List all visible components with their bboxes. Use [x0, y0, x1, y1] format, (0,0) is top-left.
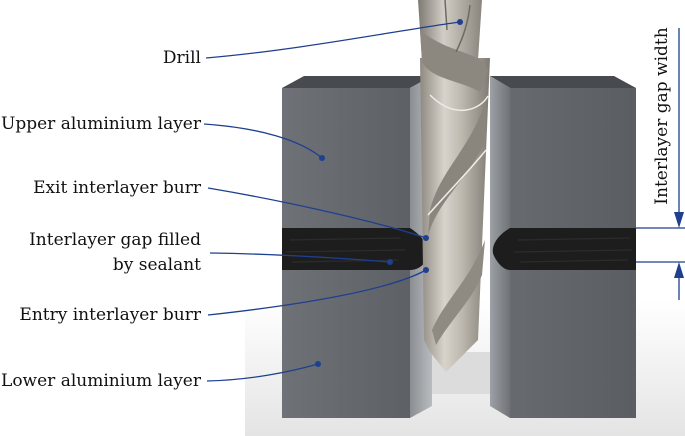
right-sealant-band	[492, 228, 636, 270]
dot-entry-burr	[423, 267, 429, 273]
leader-lines	[203, 21, 461, 382]
leader-dots	[315, 19, 463, 367]
left-sealant-band	[282, 228, 429, 270]
label-exit-burr: Exit interlayer burr	[33, 178, 202, 198]
leader-lower-layer	[206, 363, 319, 382]
dim-arrow-down-head	[674, 212, 684, 228]
label-drill: Drill	[163, 48, 201, 68]
drill-bit	[418, 0, 490, 372]
left-block	[282, 76, 432, 418]
label-entry-burr: Entry interlayer burr	[19, 305, 201, 325]
left-sealant-texture	[285, 237, 406, 263]
right-block	[490, 76, 636, 418]
dot-drill	[457, 19, 463, 25]
dot-exit-burr	[423, 235, 429, 241]
leader-exit-burr	[207, 187, 427, 239]
drill-flute-3	[432, 240, 485, 345]
dot-gap	[387, 259, 393, 265]
dim-arrow-up-head	[674, 262, 684, 278]
dot-lower-layer	[315, 361, 321, 367]
leader-upper-layer	[203, 123, 323, 159]
dot-upper-layer	[319, 155, 325, 161]
leader-gap	[209, 252, 391, 263]
gap-width-dimension	[636, 28, 685, 300]
right-block-top	[490, 76, 636, 88]
leader-drill	[205, 21, 461, 59]
drill-edge-1	[444, 0, 471, 53]
label-upper-layer: Upper aluminium layer	[1, 114, 202, 134]
label-gap-line1: Interlayer gap filled	[29, 230, 201, 250]
leader-entry-burr	[207, 269, 427, 316]
drill-edge-2	[427, 94, 489, 216]
right-sealant-texture	[513, 237, 633, 263]
label-gap-width: Interlayer gap width	[652, 27, 672, 204]
label-gap-line2: by sealant	[113, 255, 201, 275]
label-lower-layer: Lower aluminium layer	[1, 371, 202, 391]
drill-flute-2	[428, 100, 486, 236]
drill-flute-1	[420, 30, 488, 92]
left-block-top	[282, 76, 432, 88]
